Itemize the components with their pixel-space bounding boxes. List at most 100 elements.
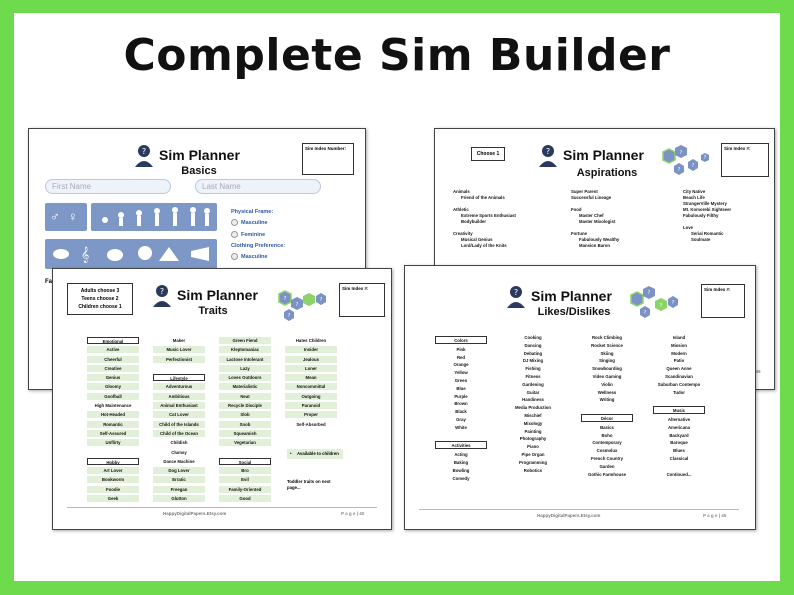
trait-item[interactable]: Bro: [219, 467, 271, 475]
like-item[interactable]: Rocket Science: [591, 342, 623, 348]
like-item[interactable]: Programming: [519, 459, 547, 465]
trait-item[interactable]: Animal Enthusiast: [153, 402, 205, 410]
trait-item[interactable]: Goofball: [87, 392, 139, 400]
trait-item[interactable]: Dance Machine: [163, 458, 195, 464]
trait-item[interactable]: Good: [219, 495, 271, 503]
like-item[interactable]: [435, 432, 487, 440]
first-name-input[interactable]: First Name: [45, 179, 171, 194]
trait-item[interactable]: Cat Lover: [153, 411, 205, 419]
like-item[interactable]: Robotics: [523, 467, 543, 473]
trait-item[interactable]: Kleptomaniac: [219, 346, 271, 354]
like-item[interactable]: Island: [672, 335, 686, 340]
trait-item[interactable]: Unflirty: [87, 439, 139, 447]
trait-item[interactable]: Snob: [219, 420, 271, 428]
last-name-input[interactable]: Last Name: [195, 179, 321, 194]
trait-item[interactable]: Freegan: [153, 485, 205, 493]
like-item[interactable]: Cooking: [524, 335, 542, 340]
like-item[interactable]: Fitness: [525, 373, 541, 379]
trait-item[interactable]: [219, 449, 271, 456]
trait-item[interactable]: Paranoid: [285, 402, 337, 410]
like-item[interactable]: Scandinavian: [665, 373, 693, 379]
like-item[interactable]: Wellness: [597, 389, 617, 395]
trait-item[interactable]: Squeamish: [219, 429, 271, 437]
like-item[interactable]: Basics: [600, 424, 614, 430]
aspiration-option[interactable]: Master Chef: [579, 213, 604, 218]
aspiration-option[interactable]: Mansion Baron: [579, 243, 611, 248]
trait-item[interactable]: Hates Children: [295, 338, 327, 343]
like-item[interactable]: Purple: [454, 393, 468, 399]
like-item[interactable]: Alternative: [667, 416, 691, 422]
like-item[interactable]: Classical: [669, 455, 689, 461]
frame-masculine-option[interactable]: Masculine: [231, 219, 285, 226]
trait-item[interactable]: Vegetarian: [219, 439, 271, 447]
like-item[interactable]: Orange: [453, 362, 469, 368]
like-item[interactable]: Yellow: [454, 370, 468, 376]
aspiration-option[interactable]: Bodybuilder: [461, 219, 487, 224]
trait-item[interactable]: Hot-Headed: [87, 411, 139, 419]
trait-item[interactable]: Romantic: [87, 420, 139, 428]
like-item[interactable]: Media Production: [514, 405, 552, 411]
trait-item[interactable]: Cheerful: [87, 355, 139, 363]
sim-index-box[interactable]: Sim Index #:: [339, 283, 385, 317]
like-item[interactable]: Black: [455, 409, 467, 415]
trait-item[interactable]: Self-Absorbed: [296, 421, 326, 427]
like-item[interactable]: Acting: [454, 452, 468, 458]
trait-item[interactable]: Geek: [87, 495, 139, 503]
trait-item[interactable]: Clumsy: [171, 449, 187, 455]
trait-item[interactable]: Maker: [172, 338, 186, 343]
like-item[interactable]: Americana: [668, 424, 690, 430]
like-item[interactable]: White: [455, 424, 467, 430]
like-item[interactable]: [653, 463, 705, 471]
trait-item[interactable]: Green Fiend: [219, 337, 271, 344]
like-item[interactable]: Suburban Contempo: [657, 381, 701, 387]
trait-item[interactable]: Lazy: [219, 364, 271, 372]
like-item[interactable]: Pipe Organ: [521, 451, 545, 457]
trait-item[interactable]: Loves Outdoors: [219, 374, 271, 382]
aspiration-option[interactable]: Serial Romantic: [691, 231, 724, 236]
age-tile[interactable]: [91, 203, 217, 231]
trait-item[interactable]: Active: [87, 346, 139, 354]
like-item[interactable]: French Country: [591, 455, 623, 461]
trait-item[interactable]: Genius: [87, 374, 139, 382]
aspiration-option[interactable]: Master Mixologist: [579, 219, 616, 224]
frame-feminine-option[interactable]: Feminine: [231, 231, 285, 238]
trait-item[interactable]: Creative: [87, 364, 139, 372]
trait-item[interactable]: Glutton: [153, 495, 205, 503]
trait-item[interactable]: Self-Assured: [87, 429, 139, 437]
like-item[interactable]: Pink: [456, 346, 466, 352]
like-item[interactable]: Photography: [519, 436, 547, 442]
like-item[interactable]: Contemporary: [592, 440, 622, 446]
aspiration-option[interactable]: Musical Genius: [461, 237, 493, 242]
gender-tile[interactable]: ♂ ♀: [45, 203, 87, 231]
trait-item[interactable]: Ambitious: [153, 392, 205, 400]
trait-item[interactable]: Neat: [219, 392, 271, 400]
like-item[interactable]: Debating: [523, 350, 543, 356]
like-item[interactable]: Backyard: [669, 432, 689, 438]
trait-item[interactable]: Gloomy: [87, 383, 139, 391]
trait-item[interactable]: Recycle Disciple: [219, 402, 271, 410]
like-item[interactable]: Baroque: [670, 440, 688, 446]
aspiration-option[interactable]: Fabulously Wealthy: [579, 237, 620, 242]
trait-item[interactable]: Lactose Intolerant: [219, 355, 271, 363]
like-item[interactable]: Green: [454, 377, 468, 383]
trait-item[interactable]: Child of the Ocean: [153, 429, 205, 437]
voice-tile[interactable]: 𝄞: [45, 239, 217, 269]
sim-index-box[interactable]: Sim Index #:: [721, 143, 769, 177]
aspiration-option[interactable]: Friend of the Animals: [461, 195, 505, 200]
trait-item[interactable]: Proper: [285, 411, 337, 419]
like-item[interactable]: Gothic Farmhouse: [588, 471, 626, 477]
clothing-masculine-option[interactable]: Masculine: [231, 253, 285, 260]
like-item[interactable]: Modern: [671, 350, 687, 356]
trait-item[interactable]: Adventurous: [153, 383, 205, 391]
trait-item[interactable]: Mean: [285, 374, 337, 382]
trait-item[interactable]: Jealous: [285, 355, 337, 363]
like-item[interactable]: Tudor: [673, 389, 685, 395]
trait-item[interactable]: Loner: [285, 364, 337, 372]
like-item[interactable]: [653, 396, 705, 404]
like-item[interactable]: Brown: [454, 401, 468, 407]
trait-item[interactable]: Outgoing: [285, 392, 337, 400]
like-item[interactable]: Red: [456, 354, 466, 360]
trait-item[interactable]: High Maintenance: [94, 403, 132, 409]
like-item[interactable]: Cosmolux: [596, 448, 618, 454]
trait-item[interactable]: Family-Oriented: [219, 485, 271, 493]
